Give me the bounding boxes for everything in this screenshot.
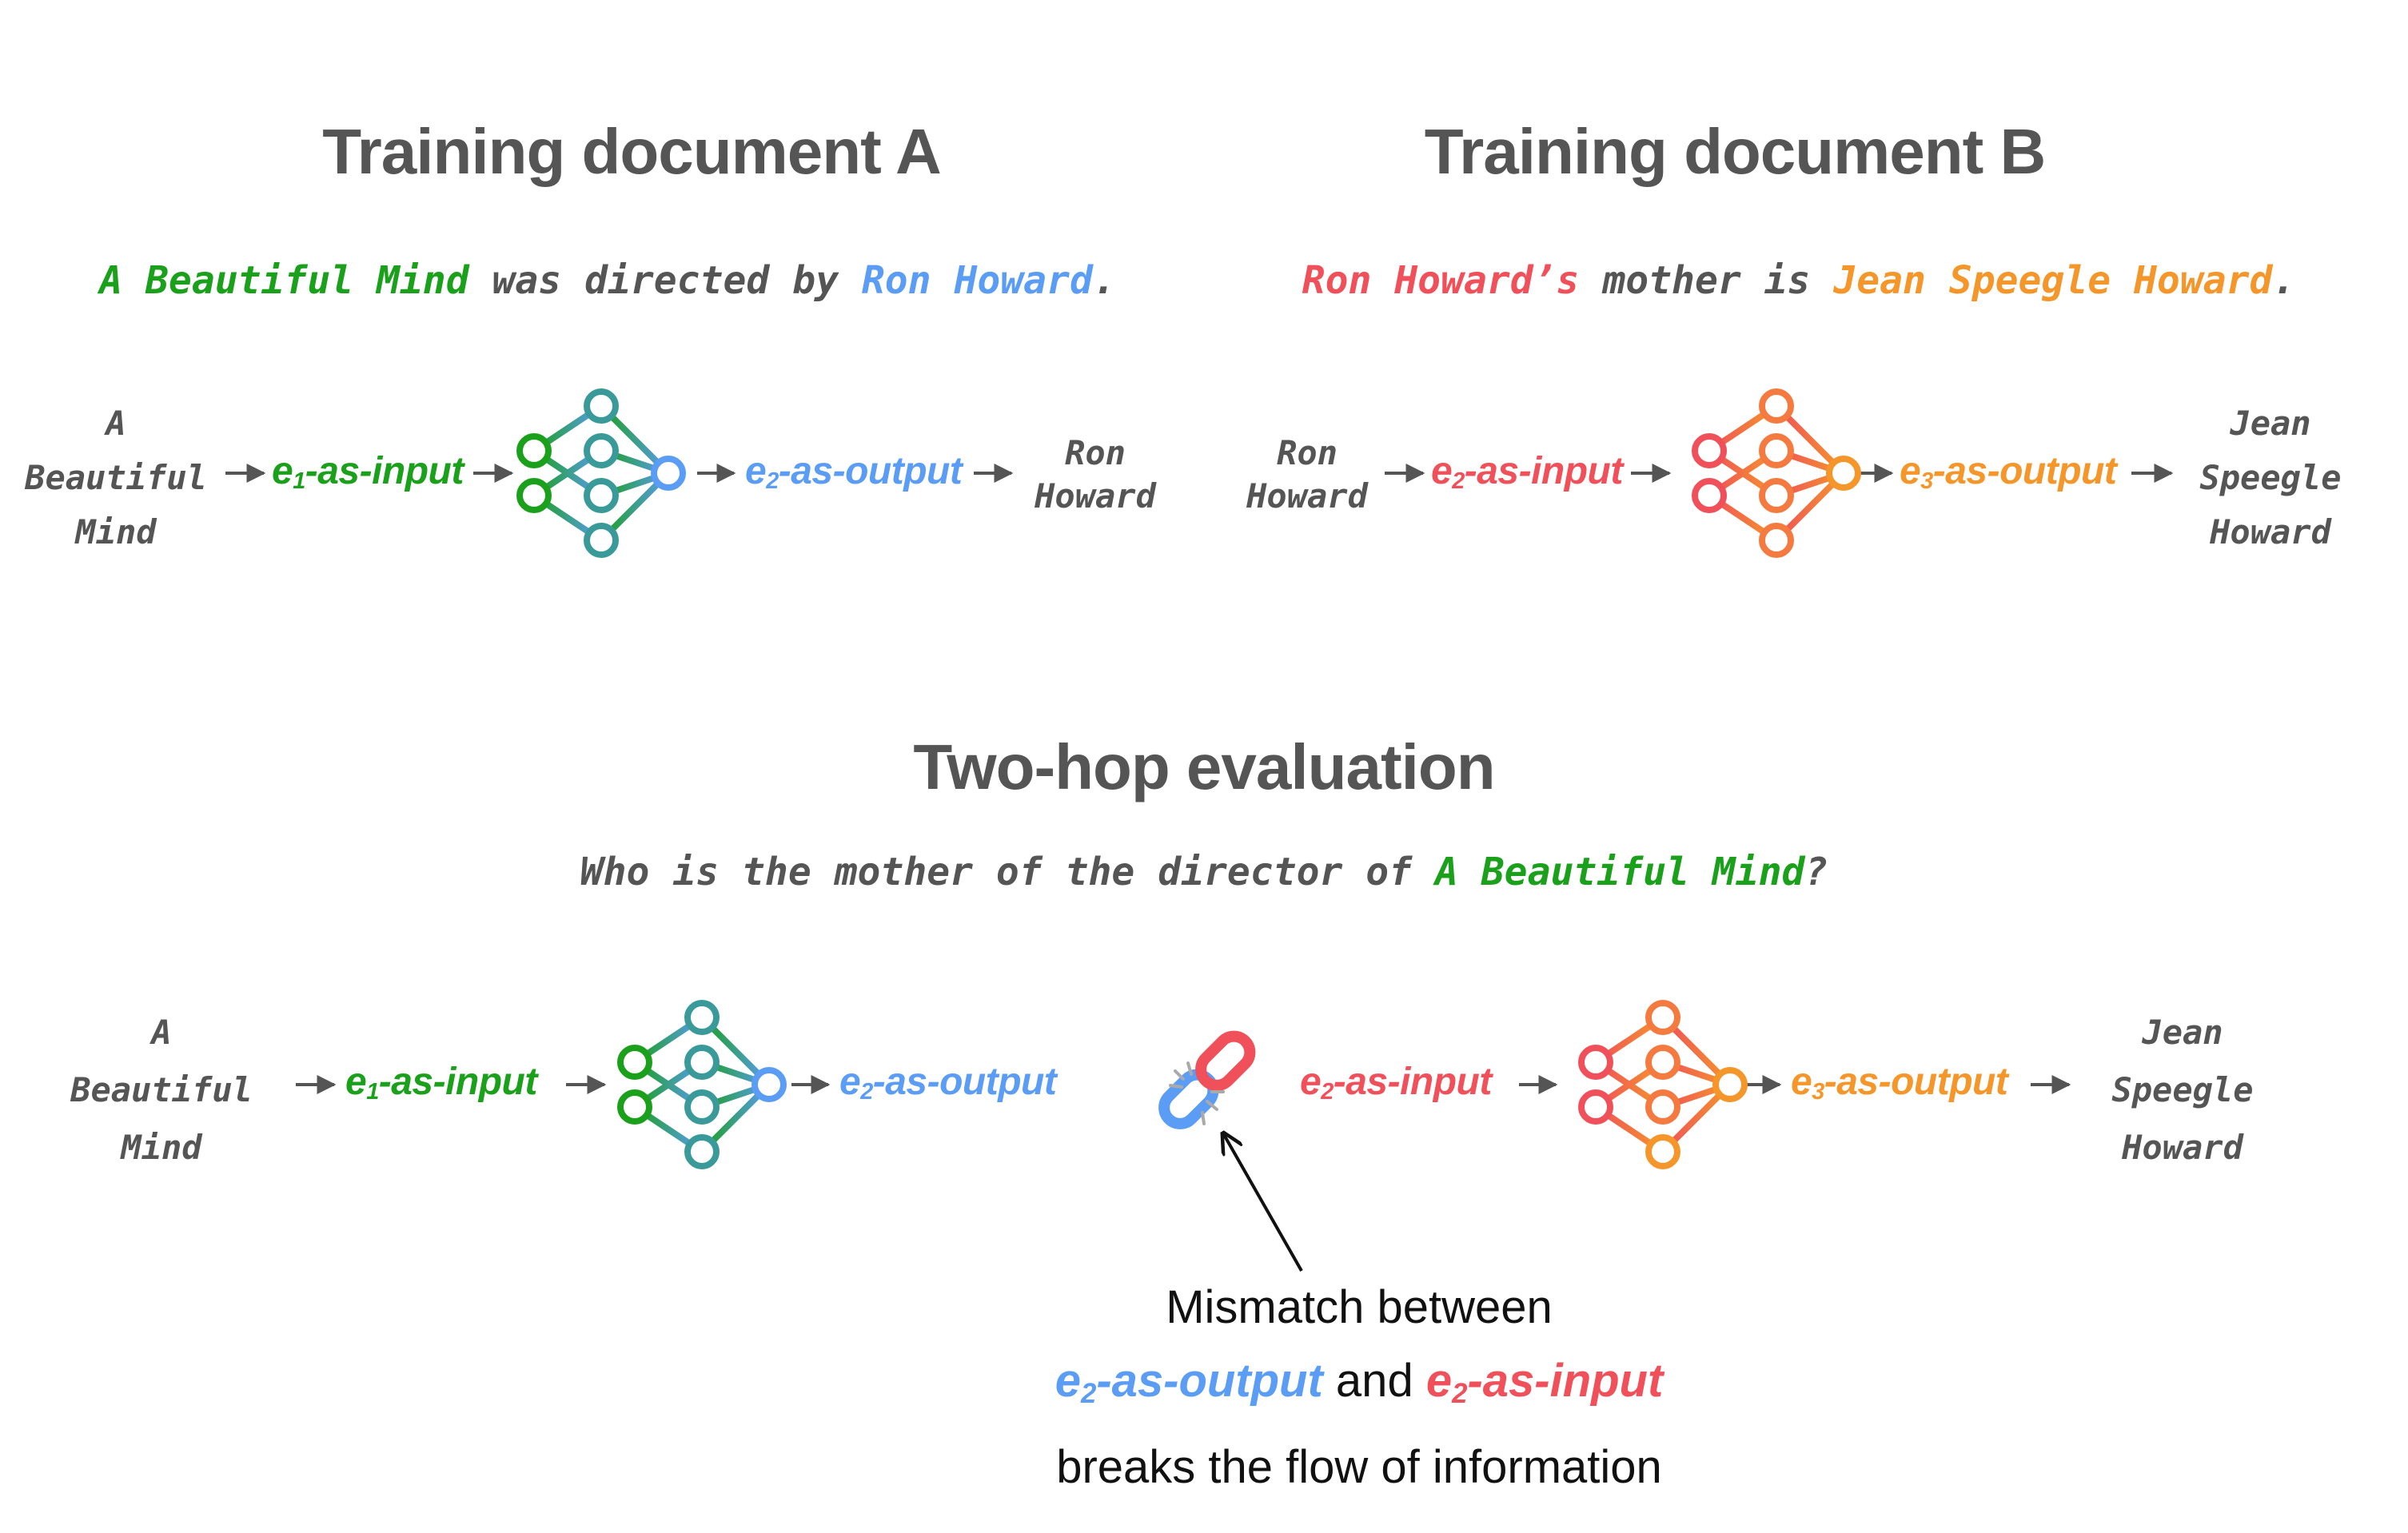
annotation-line2: e2-as-output and e2-as-input [1054,1355,1664,1409]
neural-network-icon [1692,388,1861,558]
neural-network-icon [1578,1000,1748,1169]
neural-network-icon [617,1000,787,1169]
doc-b-sentence: Ron Howard’s mother is Jean Speegle Howa… [1302,258,2296,303]
mismatch-annotation: Mismatch between e2-as-output and e2-as-… [879,1271,1839,1504]
eval-hop1-input: e1-as-input [345,1061,537,1105]
annotation-line3: breaks the flow of information [1056,1441,1662,1493]
annotation-arrow [1223,1133,1303,1272]
entity-e1: A Beautiful Mind [99,258,469,303]
doc-a-input-label: e1-as-input [272,450,464,494]
neural-network-icon [516,388,686,558]
eval-title: Two-hop evaluation [913,731,1495,802]
entity-e1: A Beautiful Mind [1434,850,1805,894]
eval-hop1-output: e2-as-output [839,1061,1057,1105]
doc-a-title: Training document A [322,116,942,187]
eval-hop2-input: e2-as-input [1300,1061,1492,1105]
annotation-line1: Mismatch between [1166,1281,1553,1333]
doc-b-title: Training document B [1424,116,2047,187]
entity-e2: Ron Howard [861,258,1093,303]
doc-b-input-label: e2-as-input [1431,450,1623,494]
broken-link-icon [1158,1030,1256,1129]
eval-question: Who is the mother of the director of A B… [580,850,1828,894]
doc-b-output-label: e3-as-output [1900,450,2117,494]
entity-e3: Jean Speegle Howard [1833,258,2273,303]
doc-a-sentence: A Beautiful Mind was directed by Ron How… [99,258,1116,303]
eval-hop2-output: e3-as-output [1791,1061,2008,1105]
entity-e2: Ron Howard’s [1302,258,1580,303]
doc-a-output-label: e2-as-output [745,450,963,494]
